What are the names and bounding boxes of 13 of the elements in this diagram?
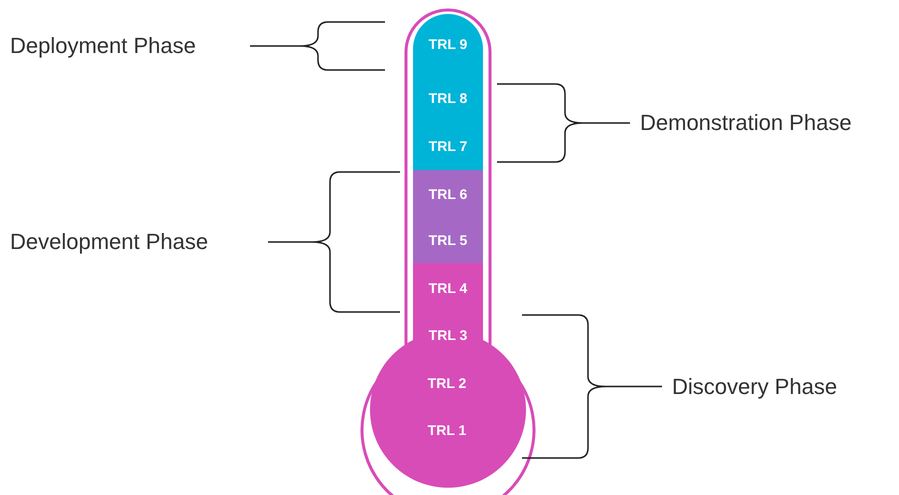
level-band: TRL 6: [413, 170, 483, 217]
phase-label: Discovery Phase: [672, 374, 838, 400]
phase-label: Demonstration Phase: [640, 110, 852, 136]
level-label: TRL 2: [400, 362, 494, 404]
level-band: TRL 8: [413, 74, 483, 122]
level-band: TRL 4: [413, 263, 483, 312]
level-band: TRL 3: [413, 312, 483, 357]
level-band: TRL 7: [413, 122, 483, 170]
phase-label: Deployment Phase: [10, 33, 196, 59]
level-band: TRL 5: [413, 217, 483, 263]
level-band: TRL 9: [413, 14, 483, 74]
phase-label: Development Phase: [10, 229, 208, 255]
level-label: TRL 1: [400, 408, 494, 452]
